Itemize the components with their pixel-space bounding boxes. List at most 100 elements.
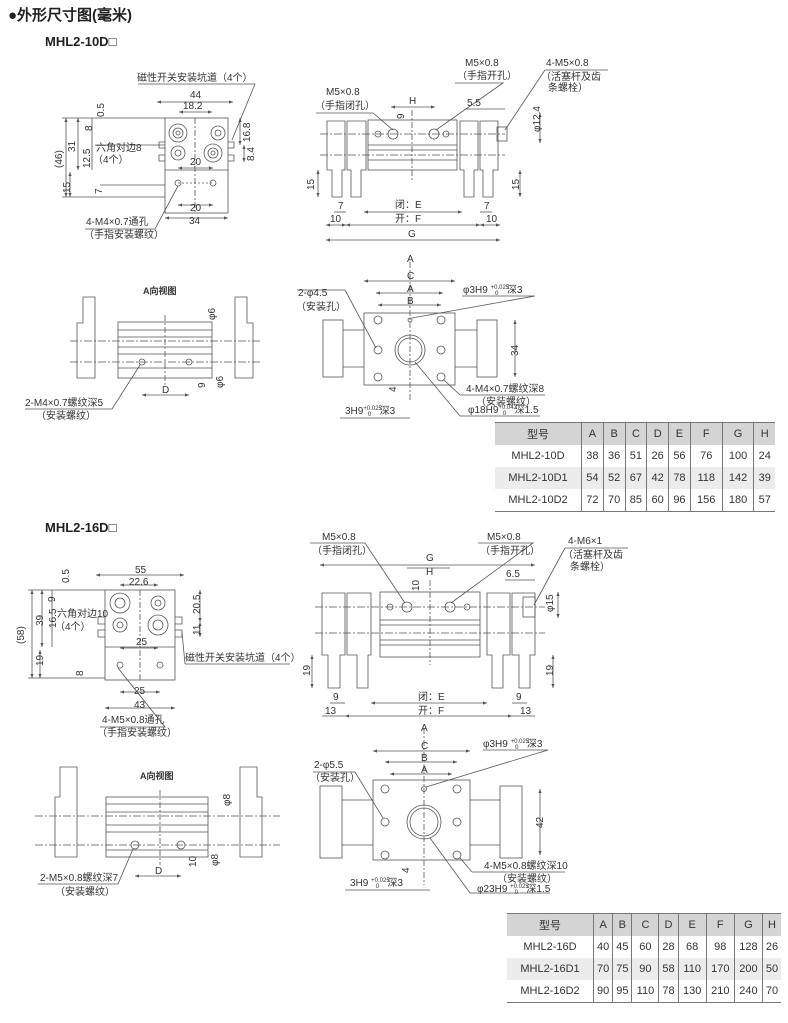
dim-label: φ12.4 — [532, 106, 543, 132]
rod-bolt-note: （活塞杆及齿 — [563, 550, 623, 561]
dimension-cell: 130 — [677, 980, 707, 1003]
dim-label: 42 — [535, 816, 546, 828]
dimension-cell: 52 — [602, 467, 626, 489]
dimension-cell: 68 — [677, 936, 707, 958]
mhl10-front-view — [62, 83, 256, 230]
tol-upper: +0.025 — [371, 878, 390, 884]
dim-label: 4 — [401, 867, 412, 873]
dim-label: A — [421, 765, 428, 776]
thread-note: （安装螺纹） — [55, 887, 115, 898]
model-title-10d: MHL2-10D□ — [45, 34, 117, 49]
dimension-cell: 42 — [646, 467, 669, 489]
thread-label: 2-M5×0.8螺纹深7 — [40, 873, 119, 884]
dimension-cell: 70 — [761, 980, 781, 1003]
open-port-label: M5×0.8 — [465, 58, 499, 69]
dim-label: 10 — [411, 579, 422, 591]
dimension-cell: 57 — [753, 489, 775, 512]
dim-label: 9 — [396, 113, 407, 119]
dimension-cell: 180 — [721, 489, 754, 512]
view-title: A向视图 — [143, 286, 177, 296]
dim-label: 34 — [510, 344, 521, 356]
dim-label: 9 — [333, 692, 339, 703]
tol-depth: 深3 — [506, 285, 523, 296]
mhl16-bottom-view — [313, 728, 565, 894]
dim-label: 开：F — [418, 706, 445, 717]
thread-note: （手指安装螺纹） — [97, 728, 177, 739]
mhl16-a-view — [35, 766, 280, 885]
tol-lower: 0 — [495, 291, 499, 297]
dim-label: B — [407, 296, 414, 307]
dimension-cell: 110 — [677, 958, 707, 980]
dim-label: 5.5 — [467, 98, 481, 109]
tol-main: φ3H9 — [463, 285, 488, 296]
switch-groove-label: 磁性开关安装坑道（4个） — [185, 653, 301, 664]
dimension-cell: 54 — [581, 467, 604, 489]
tol-depth: 深3 — [526, 739, 543, 750]
dim-label: 开：F — [395, 214, 422, 225]
tol-depth: 深1.5 — [526, 884, 551, 895]
dimension-cell: 142 — [721, 467, 754, 489]
hex-qty-label: （4个） — [93, 155, 129, 166]
dim-label: 16.8 — [242, 122, 253, 142]
thread-label: 4-M4×0.7螺纹深8 — [466, 384, 545, 395]
dimension-cell: 51 — [624, 445, 647, 467]
dimension-cell: 60 — [631, 936, 659, 958]
dimension-cell: 67 — [624, 467, 647, 489]
tol-main: 3H9 — [345, 406, 364, 417]
dim-label: H — [409, 96, 417, 107]
view-title: A向视图 — [140, 771, 174, 781]
hex-label: 六角对边10 — [57, 609, 109, 620]
dim-label: 7 — [338, 201, 344, 212]
dim-label: 15 — [306, 178, 317, 190]
mhl16-top-view — [310, 542, 628, 718]
dimension-cell: 98 — [705, 936, 735, 958]
tol-upper: +0.043 — [498, 405, 517, 411]
dimension-cell: 90 — [592, 980, 613, 1003]
dim-label: 9 — [516, 692, 522, 703]
dim-label: 13 — [520, 706, 532, 717]
dim-label: 10 — [188, 855, 199, 867]
dim-label: 19 — [545, 664, 556, 676]
mhl10-bottom-view — [297, 262, 545, 419]
dimension-cell: 60 — [646, 489, 669, 512]
dimension-cell: 70 — [592, 958, 613, 980]
dim-label: G — [426, 553, 434, 564]
dim-label: D — [155, 866, 163, 877]
page-title: ●外形尺寸图(毫米) — [8, 7, 133, 24]
slot-label: 3H9 +0.0250 深3 — [350, 878, 403, 891]
dim-label: φ8 — [222, 793, 233, 806]
thread-note: （安装螺纹） — [476, 397, 536, 408]
model-cell: MHL2-10D2 — [508, 494, 568, 506]
mhl16-front-view — [28, 573, 290, 728]
mhl10-a-view — [25, 296, 262, 410]
tol-depth: 深3 — [379, 406, 396, 417]
dim-label: C — [407, 271, 415, 282]
dimension-cell: 40 — [592, 936, 613, 958]
dimension-cell: 45 — [612, 936, 632, 958]
table-header-cell: E — [677, 913, 707, 936]
dim-label: 8 — [84, 125, 95, 131]
open-port-note: （手指开孔） — [457, 71, 517, 82]
close-port-label: M5×0.8 — [322, 532, 356, 543]
table-header-cell: F — [689, 422, 723, 445]
thread-note: （手指安装螺纹） — [84, 230, 164, 241]
pin-hole-label: φ3H9 +0.0250 深3 — [463, 285, 522, 298]
dim-label: 8 — [75, 670, 86, 676]
model-cell: MHL2-10D — [511, 450, 565, 462]
dimension-cell: 128 — [733, 936, 763, 958]
dim-label: 闭：E — [395, 200, 422, 211]
model-cell: MHL2-10D1 — [495, 467, 582, 489]
rod-bolt-label: 4-M6×1 — [568, 536, 603, 547]
close-port-note: （手指闭孔） — [315, 101, 375, 112]
dim-label: 34 — [189, 216, 201, 227]
dim-label: φ6 — [207, 307, 218, 320]
dim-label: (46) — [54, 150, 65, 168]
holes-note: （安装孔） — [296, 302, 346, 313]
table-header-cell: B — [612, 913, 632, 936]
open-port-label: M5×0.8 — [487, 532, 521, 543]
table-header-cell: D — [658, 913, 679, 936]
